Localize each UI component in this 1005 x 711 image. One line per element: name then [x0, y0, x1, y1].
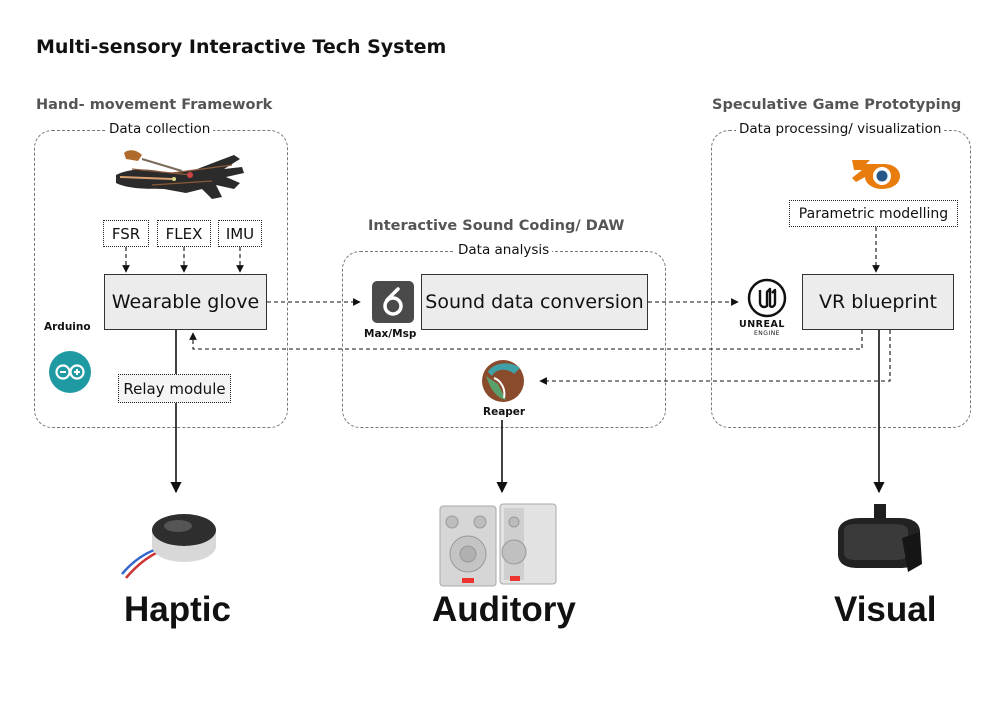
vr-to-reaper-arrow — [539, 330, 891, 385]
fsr-sensor-box: FSR — [103, 220, 149, 247]
imu-sensor-box: IMU — [218, 220, 262, 247]
wearable-glove-photo — [116, 150, 244, 199]
hand-framework-title: Hand- movement Framework — [36, 97, 273, 113]
unreal-engine-icon — [747, 278, 787, 318]
arduino-icon — [49, 351, 91, 393]
sound-data-conversion-node: Sound data conversion — [421, 274, 648, 330]
data-collection-label: Data collection — [106, 121, 214, 137]
flex-sensor-box: FLEX — [157, 220, 211, 247]
data-processing-label: Data processing/ visualization — [736, 121, 945, 137]
auditory-output-label: Auditory — [432, 590, 576, 629]
vr-headset-photo — [838, 504, 922, 572]
haptic-output-label: Haptic — [124, 590, 231, 629]
unreal-label: UNREAL — [739, 319, 785, 330]
arduino-label: Arduino — [44, 321, 91, 333]
reaper-icon — [482, 360, 524, 402]
relay-module-box: Relay module — [118, 374, 231, 403]
game-prototyping-title: Speculative Game Prototyping — [712, 97, 962, 113]
speakers-photo — [439, 503, 557, 587]
data-analysis-label: Data analysis — [455, 242, 553, 258]
sound-coding-title: Interactive Sound Coding/ DAW — [368, 218, 625, 234]
diagram-title: Multi-sensory Interactive Tech System — [36, 36, 447, 58]
maxmsp-label: Max/Msp — [364, 328, 417, 340]
unreal-sublabel: ENGINE — [754, 330, 780, 337]
vibration-motor-photo — [121, 514, 216, 579]
parametric-modelling-box: Parametric modelling — [789, 200, 958, 227]
visual-output-label: Visual — [834, 590, 937, 629]
reaper-label: Reaper — [483, 406, 526, 418]
vr-feedback-to-glove-arrow — [189, 330, 863, 350]
blender-icon — [852, 160, 900, 189]
wearable-glove-node: Wearable glove — [104, 274, 267, 330]
maxmsp-icon — [372, 281, 414, 323]
vr-blueprint-node: VR blueprint — [802, 274, 954, 330]
